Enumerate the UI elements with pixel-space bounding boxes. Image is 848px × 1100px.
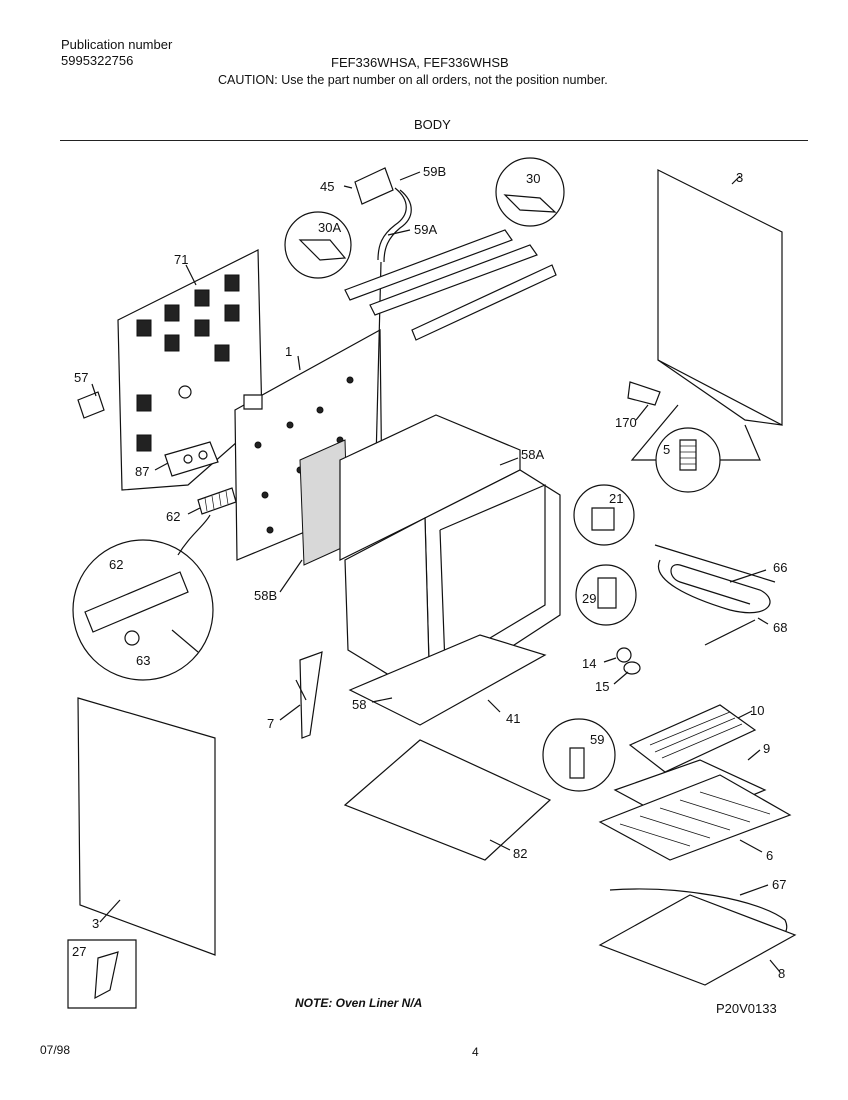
detail-circle-30 [496, 158, 564, 226]
hinge-7-part [296, 652, 322, 738]
callout-7: 7 [267, 716, 275, 731]
callout-58B: 58B [254, 588, 278, 603]
inset-box-27 [68, 940, 136, 1008]
callout-21: 21 [609, 491, 624, 506]
bottom-58-part [350, 635, 545, 725]
header-divider [60, 140, 808, 141]
callout-30A: 30A [318, 220, 342, 235]
callout-66: 66 [773, 560, 788, 575]
bracket-29-part [598, 578, 616, 608]
model-numbers: FEF336WHSA, FEF336WHSB [331, 55, 509, 70]
oven-body-part [340, 415, 560, 700]
callout-9: 9 [763, 741, 771, 756]
callout-71: 71 [174, 252, 189, 267]
vent-tube-part [355, 168, 411, 460]
footer-date: 07/98 [40, 1043, 71, 1057]
callout-15: 15 [595, 679, 610, 694]
callout-1: 1 [285, 344, 293, 359]
callout-6: 6 [766, 848, 774, 863]
callout-59B: 59B [423, 164, 447, 179]
clip-87-part [165, 442, 218, 476]
callout-170: 170 [615, 415, 637, 430]
detail-arrow [178, 515, 210, 555]
callout-58A: 58A [521, 447, 545, 462]
callout-59A: 59A [414, 222, 438, 237]
callout-8: 8 [778, 966, 786, 981]
page-number: 4 [472, 1045, 479, 1059]
callout-10: 10 [750, 703, 765, 718]
callout-63: 63 [136, 653, 151, 668]
callout-82: 82 [513, 846, 528, 861]
bracket-170-part [628, 382, 660, 405]
tube-59-part [570, 748, 584, 778]
bracket-30-part [505, 195, 555, 212]
caution-text: CAUTION: Use the part number on all orde… [218, 73, 608, 87]
callout-57: 57 [74, 370, 89, 385]
lamp-socket-14-part [617, 648, 631, 662]
callout-59: 59 [590, 732, 605, 747]
callout-27: 27 [72, 944, 87, 959]
callout-67: 67 [772, 877, 787, 892]
clip-27-part [95, 952, 118, 998]
leveling-leg-5-part [680, 440, 696, 470]
drip-pan-8-part [600, 895, 795, 985]
side-panel-3-right [658, 170, 782, 425]
callout-87: 87 [135, 464, 150, 479]
side-panel-3-left [78, 698, 215, 955]
sensor-68-part [705, 620, 755, 645]
oven-rack-6-part [600, 775, 790, 860]
rear-panel-part [118, 250, 262, 490]
bracket-30A-part [300, 240, 345, 260]
bracket-57-part [78, 392, 104, 418]
bake-element-66-part [655, 545, 775, 613]
socket-21-part [592, 508, 614, 530]
drawing-id: P20V0133 [716, 1001, 777, 1016]
callout-58: 58 [352, 697, 367, 712]
oven-liner-note: NOTE: Oven Liner N/A [295, 996, 423, 1010]
detail-circle-30A [285, 212, 351, 278]
callout-29: 29 [582, 591, 597, 606]
publication-label: Publication number [61, 37, 173, 52]
callout-3-bottom: 3 [92, 916, 100, 931]
publication-number: 5995322756 [61, 53, 134, 68]
callout-41: 41 [506, 711, 521, 726]
callout-62-detail: 62 [109, 557, 124, 572]
lamp-bulb-15-part [624, 662, 640, 674]
tray-82-part [345, 740, 550, 860]
section-title: BODY [414, 117, 451, 132]
callout-62: 62 [166, 509, 181, 524]
callout-68: 68 [773, 620, 788, 635]
terminal-block-detail-part [85, 572, 198, 652]
terminal-block-62-part [198, 488, 236, 514]
callout-5: 5 [663, 442, 671, 457]
leader-lines [92, 172, 780, 972]
vent-grille-10-part [630, 705, 755, 772]
callout-30: 30 [526, 171, 541, 186]
support-channels-part [345, 230, 556, 340]
callout-14: 14 [582, 656, 597, 671]
callout-3-top: 3 [736, 170, 744, 185]
callout-45: 45 [320, 179, 335, 194]
